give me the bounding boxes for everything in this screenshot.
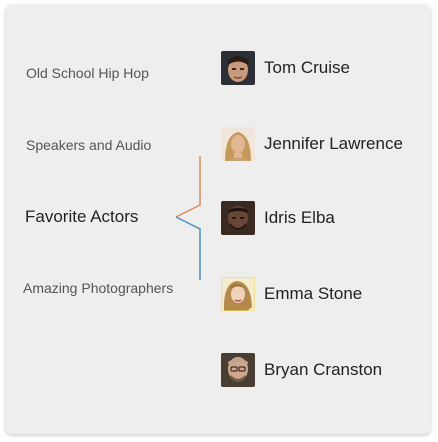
bryan-cranston-avatar	[221, 353, 255, 387]
person-name: Bryan Cranston	[264, 360, 383, 379]
connector-upper-line	[175, 156, 201, 218]
person-name: Idris Elba	[264, 208, 335, 227]
person-item[interactable]: Idris Elba	[221, 200, 335, 236]
person-item[interactable]: Jennifer Lawrence	[221, 126, 403, 162]
category-old-school-hip-hop[interactable]: Old School Hip Hop	[26, 65, 149, 81]
category-amazing-photographers[interactable]: Amazing Photographers	[23, 280, 174, 296]
person-name: Jennifer Lawrence	[264, 134, 403, 153]
tom-cruise-avatar	[221, 51, 255, 85]
emma-stone-avatar	[221, 277, 255, 311]
connector-lower-line	[175, 216, 201, 280]
person-name: Emma Stone	[264, 284, 363, 303]
person-name: Tom Cruise	[264, 58, 350, 77]
person-item[interactable]: Emma Stone	[221, 276, 362, 312]
idris-elba-avatar	[221, 201, 255, 235]
person-item[interactable]: Tom Cruise	[221, 50, 350, 86]
category-speakers-and-audio[interactable]: Speakers and Audio	[26, 137, 152, 153]
category-favorite-actors[interactable]: Favorite Actors	[25, 207, 139, 226]
jennifer-lawrence-avatar	[221, 127, 255, 161]
panel-card	[6, 5, 430, 434]
person-item[interactable]: Bryan Cranston	[221, 352, 382, 388]
